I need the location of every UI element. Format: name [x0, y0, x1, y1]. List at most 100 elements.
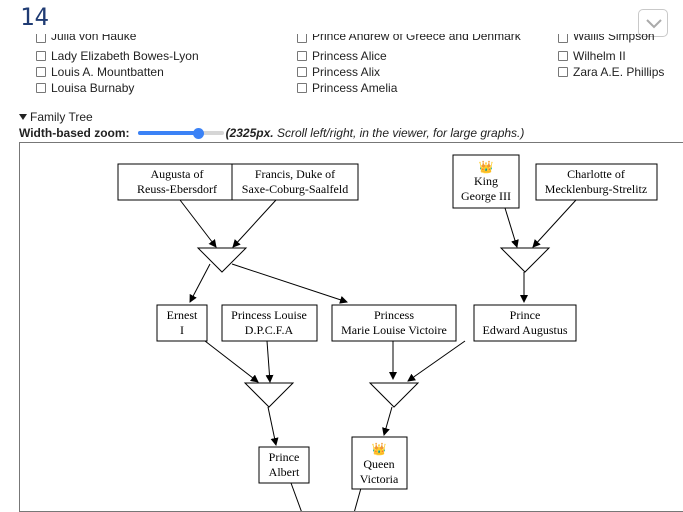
person-node-ernest[interactable]: Ernest I — [156, 304, 208, 342]
tree-edges — [179, 199, 577, 511]
person-checkbox-wallis-simpson[interactable]: Wallis Simpson — [558, 34, 655, 43]
edge — [290, 482, 302, 511]
node-text-line1: Francis, Duke of — [255, 167, 335, 181]
checkbox[interactable] — [36, 83, 46, 93]
slider-fill — [137, 131, 198, 135]
family-tree-label: Family Tree — [30, 110, 93, 124]
question-number: 14 — [20, 3, 49, 31]
checkbox[interactable] — [558, 67, 568, 77]
person-node-francis[interactable]: Francis, Duke of Saxe-Coburg-Saalfeld — [231, 163, 359, 201]
edge — [179, 199, 217, 248]
family-tree-toggle[interactable]: Family Tree — [19, 110, 93, 124]
zoom-hint: Scroll left/right, in the viewer, for la… — [276, 126, 525, 140]
person-checkbox-princess-amelia[interactable]: Princess Amelia — [297, 81, 397, 95]
person-label: Louisa Burnaby — [51, 81, 135, 95]
zoom-slider[interactable] — [137, 126, 224, 140]
edge — [382, 406, 393, 436]
person-checkbox-louisa-burnaby[interactable]: Louisa Burnaby — [36, 81, 134, 95]
person-node-charlotte[interactable]: Charlotte of Mecklenburg-Strelitz — [535, 163, 658, 201]
checkbox[interactable] — [297, 67, 307, 77]
edge — [204, 340, 259, 383]
person-checkbox-julia-von-hauke[interactable]: Julia von Hauke — [36, 34, 136, 43]
node-text-line2: Marie Louise Victoire — [341, 323, 447, 337]
person-checkbox-princess-alice[interactable]: Princess Alice — [297, 49, 387, 63]
person-label: Wilhelm II — [573, 49, 626, 63]
edge — [267, 406, 279, 446]
node-text-line1: Princess — [374, 308, 414, 322]
node-text-line1: King — [474, 174, 498, 188]
edge — [504, 207, 519, 248]
edge — [354, 487, 362, 511]
checkbox[interactable] — [297, 34, 307, 43]
edge — [189, 263, 211, 303]
node-text-line1: Charlotte of — [567, 167, 625, 181]
person-node-augusta[interactable]: Augusta of Reuss-Ebersdorf — [117, 163, 238, 201]
edge — [232, 199, 277, 248]
slider-thumb[interactable] — [192, 128, 204, 139]
marriage-node — [368, 382, 420, 408]
person-checkbox-prince-andrew[interactable]: Prince Andrew of Greece and Denmark — [297, 34, 521, 43]
person-checkbox-louis-mountbatten[interactable]: Louis A. Mountbatten — [36, 65, 164, 79]
node-text-line2: Edward Augustus — [483, 323, 568, 337]
checkbox[interactable] — [558, 34, 568, 43]
tree-marriages — [196, 247, 551, 408]
person-label: Wallis Simpson — [573, 34, 655, 43]
edge — [532, 199, 577, 248]
person-label: Princess Alix — [312, 65, 381, 79]
crown-icon: 👑 — [372, 442, 387, 456]
person-checkbox-wilhelm-ii[interactable]: Wilhelm II — [558, 49, 626, 63]
checkbox[interactable] — [36, 34, 46, 43]
person-checkbox-princess-alix[interactable]: Princess Alix — [297, 65, 380, 79]
node-text-line2: Mecklenburg-Strelitz — [545, 182, 647, 196]
node-text-line2: Albert — [269, 465, 300, 479]
person-label: Zara A.E. Phillips — [573, 65, 665, 79]
person-node-victoria[interactable]: 👑 Queen Victoria — [351, 436, 408, 490]
node-text-line1: Princess Louise — [231, 308, 307, 322]
node-text-line2: Saxe-Coburg-Saalfeld — [242, 182, 348, 196]
person-label: Prince Andrew of Greece and Denmark — [312, 34, 521, 43]
node-text-line1: Prince — [510, 308, 541, 322]
checkbox[interactable] — [558, 51, 568, 61]
person-label: Lady Elizabeth Bowes-Lyon — [51, 49, 199, 63]
node-text-line1: Prince — [269, 450, 300, 464]
person-node-marie[interactable]: Princess Marie Louise Victoire — [331, 304, 457, 342]
checkbox[interactable] — [297, 83, 307, 93]
checkbox[interactable] — [297, 51, 307, 61]
checkbox[interactable] — [36, 67, 46, 77]
edge — [407, 340, 466, 382]
person-label: Julia von Hauke — [51, 34, 137, 43]
node-text-line2: George III — [461, 189, 511, 203]
zoom-row: Width-based zoom: (2325px. Scroll left/r… — [19, 126, 524, 140]
node-text-line2: I — [180, 323, 184, 337]
family-tree-graph: Augusta of Reuss-Ebersdorf Francis, Duke… — [117, 154, 658, 511]
checkbox[interactable] — [36, 51, 46, 61]
marriage-node — [243, 382, 295, 408]
node-text-line2: D.P.C.F.A — [245, 323, 294, 337]
node-text-line1: Queen — [363, 457, 394, 471]
people-checkbox-list: Julia von Hauke Prince Andrew of Greece … — [0, 0, 683, 100]
edge — [265, 340, 274, 383]
person-node-albert[interactable]: Prince Albert — [258, 446, 310, 484]
marriage-node — [196, 247, 248, 273]
node-text-line1: Ernest — [167, 308, 198, 322]
person-node-louise[interactable]: Princess Louise D.P.C.F.A — [221, 304, 318, 342]
person-label: Princess Amelia — [312, 81, 398, 95]
node-text-line1: Augusta of — [151, 167, 204, 181]
person-node-george[interactable]: 👑 King George III — [452, 154, 520, 209]
edge — [231, 263, 348, 304]
person-label: Princess Alice — [312, 49, 387, 63]
zoom-label: Width-based zoom: — [19, 126, 130, 140]
collapse-button[interactable] — [638, 9, 668, 37]
person-node-edward[interactable]: Prince Edward Augustus — [473, 304, 577, 342]
node-text-line2: Reuss-Ebersdorf — [137, 182, 217, 196]
disclosure-triangle-icon — [19, 114, 27, 120]
marriage-node — [499, 247, 551, 273]
node-text-line2: Victoria — [360, 472, 399, 486]
person-checkbox-lady-elizabeth[interactable]: Lady Elizabeth Bowes-Lyon — [36, 49, 199, 63]
crown-icon: 👑 — [479, 160, 494, 174]
zoom-value: (2325px. — [225, 126, 274, 140]
chevron-down-icon — [646, 19, 662, 29]
person-label: Louis A. Mountbatten — [51, 65, 164, 79]
person-checkbox-zara-phillips[interactable]: Zara A.E. Phillips — [558, 65, 664, 79]
family-tree-viewer[interactable]: Augusta of Reuss-Ebersdorf Francis, Duke… — [19, 142, 683, 512]
